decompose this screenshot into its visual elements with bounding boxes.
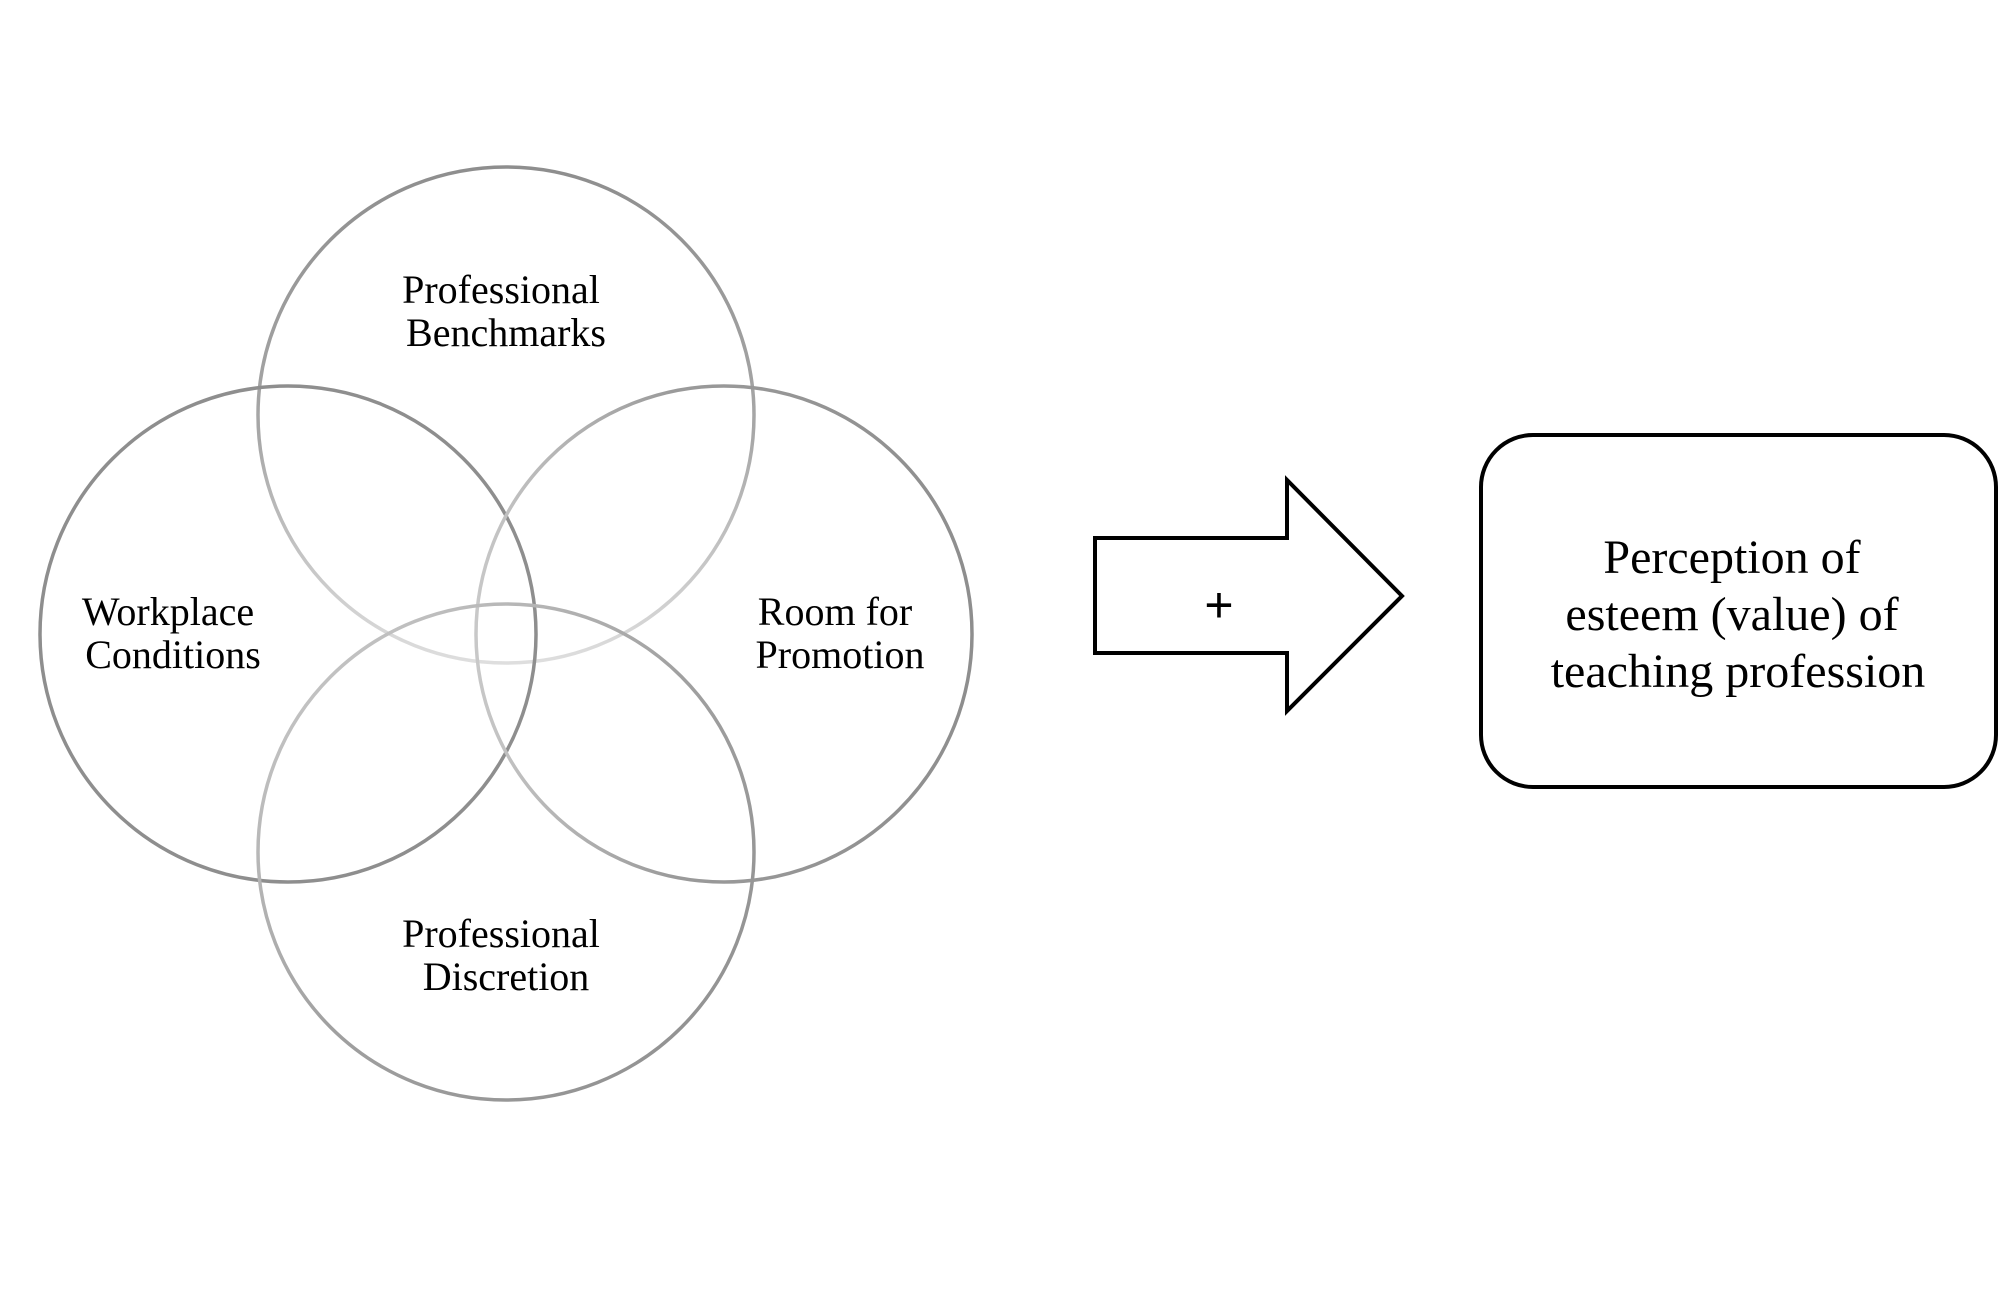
- label-professional-discretion: Professional Discretion: [402, 911, 610, 999]
- label-professional-benchmarks: Professional Benchmarks: [402, 267, 610, 355]
- label-room-for-promotion: Room for Promotion: [756, 589, 925, 677]
- outcome-box: [1479, 433, 1998, 789]
- circle-professional-discretion: [256, 602, 756, 1102]
- circle-workplace-conditions: [38, 384, 538, 884]
- right-arrow-icon: [1093, 475, 1405, 716]
- circle-room-for-promotion: [474, 384, 974, 884]
- plus-symbol: +: [1204, 577, 1233, 633]
- circle-professional-benchmarks: [256, 165, 756, 665]
- label-workplace-conditions: Workplace Conditions: [82, 589, 264, 677]
- outcome-label: Perception of esteem (value) of teaching…: [1551, 531, 1926, 698]
